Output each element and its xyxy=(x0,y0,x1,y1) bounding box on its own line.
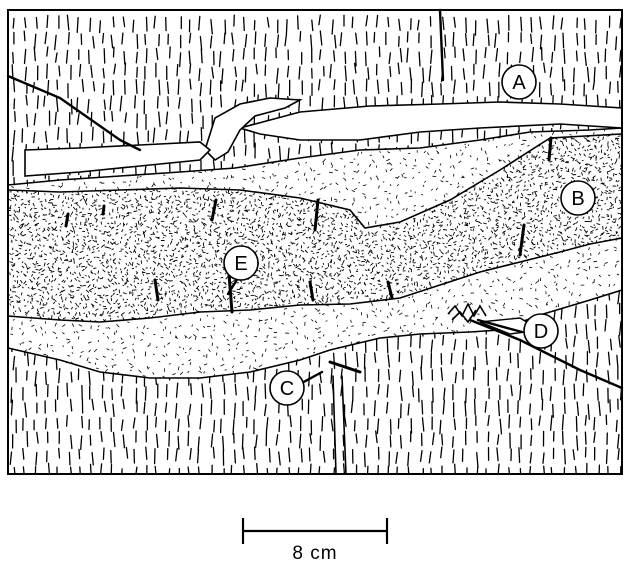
scale-bar-label: 8 cm xyxy=(292,543,337,562)
scale-bar xyxy=(243,518,387,544)
label-d: D xyxy=(524,314,558,348)
label-b: B xyxy=(561,181,595,215)
svg-text:B: B xyxy=(571,188,584,210)
svg-text:C: C xyxy=(280,378,294,400)
svg-text:E: E xyxy=(234,253,247,275)
label-e: E xyxy=(224,246,258,280)
label-a: A xyxy=(502,65,536,99)
label-c: C xyxy=(270,371,304,405)
svg-text:A: A xyxy=(512,72,526,94)
svg-text:D: D xyxy=(534,321,548,343)
